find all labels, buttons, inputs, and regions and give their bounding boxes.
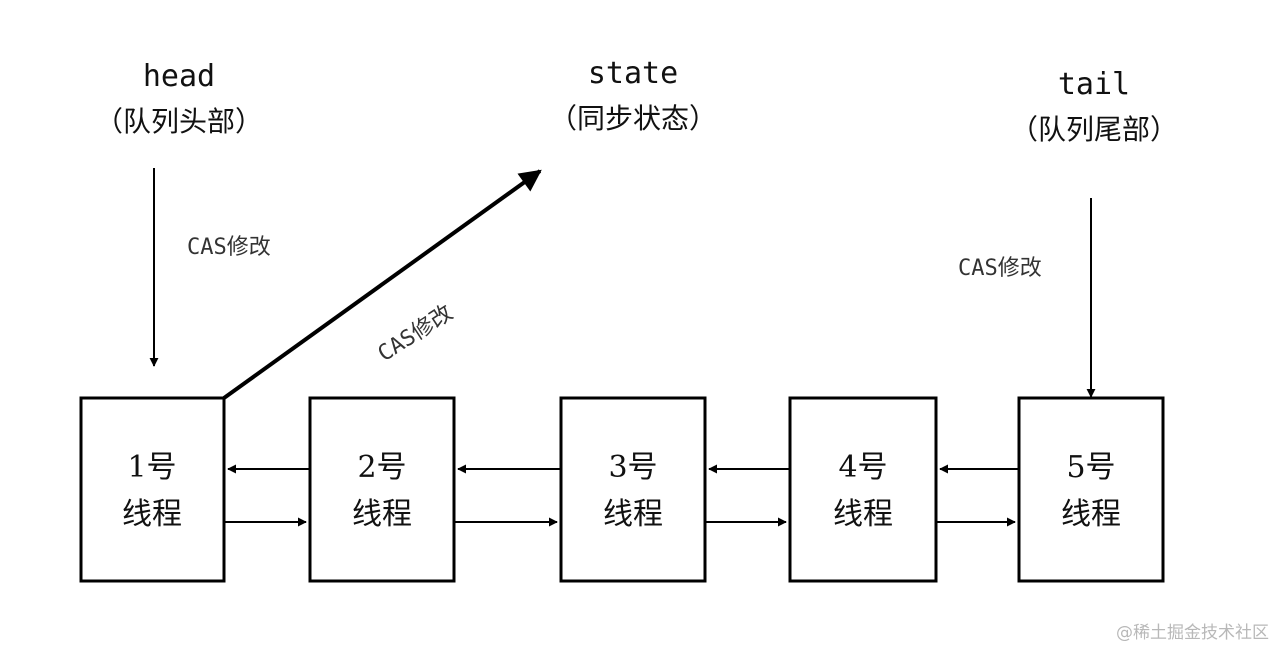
state-label-desc: （同步状态） [549,102,717,135]
thread-node-box [79,396,226,583]
thread-node-4: 4号 线程 [788,396,938,583]
head-label-name: head [143,59,215,94]
thread-node-label: 线程 [833,497,893,532]
watermark: @稀土掘金技术社区 [1116,623,1269,643]
thread-node-box [1017,396,1165,583]
tail-label-desc: （队列尾部） [1010,113,1178,146]
state-cas-label: CAS修改 [374,300,458,367]
thread-node-box [308,396,456,583]
thread-node-5: 5号 线程 [1017,396,1165,583]
thread-node-3: 3号 线程 [559,396,707,583]
thread-node-number: 4号 [838,450,887,485]
tail-label: tail （队列尾部） [1010,67,1178,146]
tail-label-name: tail [1058,67,1130,102]
head-cas-label: CAS修改 [187,235,271,260]
thread-node-2: 2号 线程 [308,396,456,583]
thread-node-label: 线程 [352,497,412,532]
state-arrow [222,169,542,400]
thread-node-label: 线程 [122,497,182,532]
thread-node-number: 1号 [127,450,176,485]
thread-node-number: 2号 [357,450,406,485]
state-label-name: state [588,56,678,91]
thread-node-label: 线程 [603,497,663,532]
tail-cas-label: CAS修改 [958,256,1042,281]
thread-node-box [559,396,707,583]
thread-node-box [788,396,938,583]
head-label-desc: （队列头部） [95,105,263,138]
thread-node-1: 1号 线程 [79,396,226,583]
state-label: state （同步状态） [549,56,717,135]
thread-node-label: 线程 [1061,497,1121,532]
head-label: head （队列头部） [95,59,263,138]
thread-node-number: 5号 [1066,450,1115,485]
thread-node-number: 3号 [608,450,657,485]
